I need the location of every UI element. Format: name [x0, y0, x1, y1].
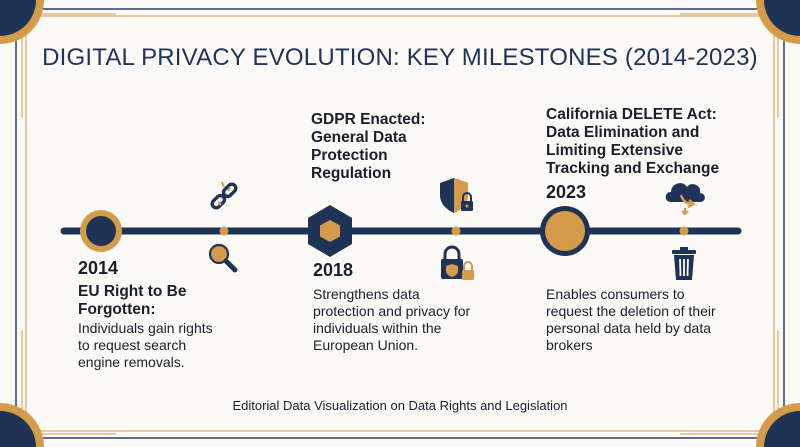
page-title: DIGITAL PRIVACY EVOLUTION: KEY MILESTONE… — [42, 44, 758, 71]
corner-ornament-bottom-left — [0, 403, 44, 447]
trash-icon — [672, 247, 696, 280]
milestone-2018-year: 2018 — [313, 260, 354, 280]
connector-dot — [451, 226, 461, 236]
marker-2014 — [80, 210, 122, 252]
marker-2023 — [540, 206, 590, 256]
padlock-shield-icon — [441, 245, 474, 280]
milestone-2014-year: 2014 — [78, 258, 119, 278]
broken-link-icon — [210, 181, 238, 210]
milestone-2023-description: Enables consumers to request the deletio… — [546, 286, 716, 353]
marker-2018 — [308, 205, 352, 257]
corner-ornament-top-left — [0, 0, 44, 44]
milestone-2018-description: Strengthens data protection and privacy … — [313, 286, 471, 353]
cloud-download-icon — [665, 183, 705, 216]
magnifier-icon — [208, 243, 238, 273]
milestone-2023-heading: California DELETE Act: Data Elimination … — [546, 106, 720, 177]
milestone-2018-heading: GDPR Enacted: General Data Protection Re… — [311, 111, 426, 182]
milestone-2014-heading: EU Right to Be Forgotten: — [78, 283, 187, 318]
connector-dot — [219, 226, 229, 236]
corner-ornament-bottom-right — [756, 403, 800, 447]
milestone-2023-year: 2023 — [546, 182, 587, 202]
shield-lock-icon — [440, 178, 473, 213]
connector-dot — [679, 226, 689, 236]
footer-caption: Editorial Data Visualization on Data Rig… — [232, 398, 568, 413]
milestone-2014-description: Individuals gain rights to request searc… — [78, 320, 213, 370]
corner-ornament-top-right — [756, 0, 800, 44]
